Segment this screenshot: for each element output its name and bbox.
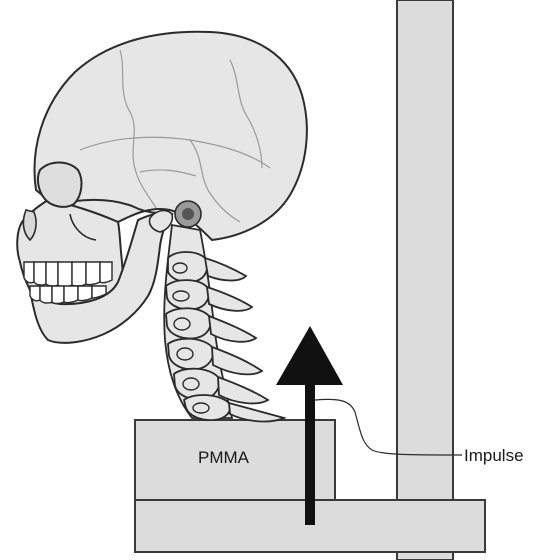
- skull: [17, 32, 307, 343]
- impulse-label: Impulse: [464, 446, 524, 465]
- upper-teeth: [24, 262, 112, 287]
- pmma-label: PMMA: [198, 448, 250, 467]
- vertical-column: [397, 0, 453, 560]
- cervical-spine: [164, 225, 284, 421]
- orbit: [38, 163, 82, 207]
